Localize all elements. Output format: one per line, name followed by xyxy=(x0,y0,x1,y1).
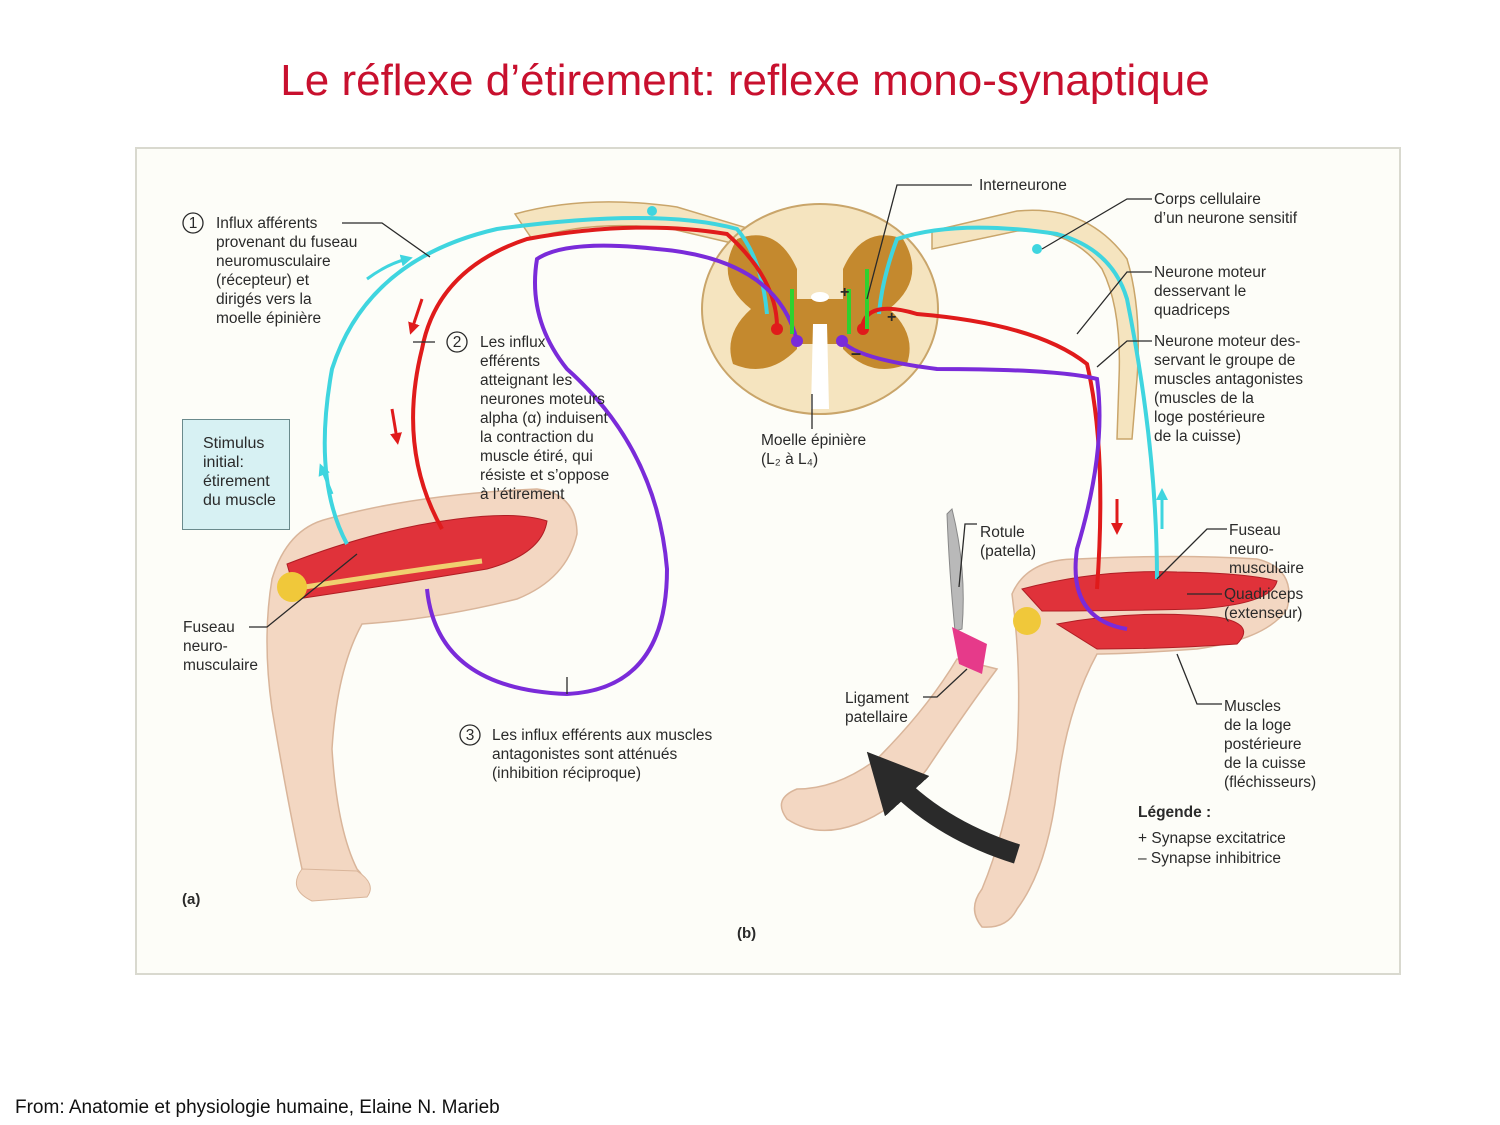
leader-lines xyxy=(249,184,1227,705)
cell-body-label: Corps cellulaire d’un neurone sensitif xyxy=(1154,191,1298,227)
legend-inhibitory: – Synapse inhibitrice xyxy=(1138,850,1281,867)
motor-quadriceps-label: Neurone moteur desservant le quadriceps xyxy=(1154,264,1270,319)
lower-leg-kicking xyxy=(780,658,999,832)
left-leg xyxy=(266,488,578,902)
stimulus-line: étirement xyxy=(203,473,270,490)
plus-sign-1: + xyxy=(840,284,849,301)
spinal-nerve-right xyxy=(931,209,1139,440)
legend-title: Légende : xyxy=(1138,804,1211,821)
minus-sign: – xyxy=(851,343,861,363)
panel-a-tag: (a) xyxy=(182,891,200,908)
kick-arrow xyxy=(866,751,1020,864)
spindle-label-a: Fuseau neuro- musculaire xyxy=(183,619,258,674)
step3-callout: 3 Les influx efférents aux muscles antag… xyxy=(459,724,717,782)
step3-text: Les influx efférents aux muscles antagon… xyxy=(492,727,717,782)
interneuron-label: Interneurone xyxy=(979,177,1067,194)
quadriceps-label: Quadriceps (extenseur) xyxy=(1224,586,1308,622)
legend-excitatory: + Synapse excitatrice xyxy=(1138,830,1286,847)
right-quadriceps xyxy=(1021,571,1278,612)
spinal-cord xyxy=(701,203,939,415)
stimulus-line: Stimulus xyxy=(203,435,265,452)
legend: Légende : + Synapse excitatrice – Synaps… xyxy=(1138,804,1286,867)
source-credit: From: Anatomie et physiologie humaine, E… xyxy=(15,1097,500,1118)
slide-title: Le réflexe d’étirement: reflexe mono-syn… xyxy=(280,56,1210,105)
posterior-muscles-label: Muscles de la loge postérieure de la cui… xyxy=(1224,698,1316,791)
spinal-grey-matter xyxy=(727,235,913,369)
spinal-cord-label: Moelle épinière (L₂ à L₄) xyxy=(761,432,870,468)
patella-label: Rotule (patella) xyxy=(980,524,1036,560)
right-leg xyxy=(780,555,1290,928)
afferent-sensory-pathway xyxy=(318,206,1168,580)
reflex-diagram-svg: 1 Influx afférents provenant du fuseau n… xyxy=(182,177,1316,942)
motor-quadriceps-pathway xyxy=(390,225,1123,590)
ligament-label: Ligament patellaire xyxy=(845,690,913,726)
stimulus-box: Stimulus initial: étirement du muscle xyxy=(182,419,290,530)
reflex-diagram: 1 Influx afférents provenant du fuseau n… xyxy=(135,147,1401,975)
step1-number: 1 xyxy=(189,215,198,232)
panel-b-tag: (b) xyxy=(737,925,756,942)
step2-callout: 2 Les influx efférents atteignant les ne… xyxy=(446,331,614,503)
stimulus-line: du muscle xyxy=(203,492,276,509)
step3-number: 3 xyxy=(466,727,475,744)
left-patella xyxy=(277,572,307,602)
step2-number: 2 xyxy=(453,334,462,351)
reflex-hammer xyxy=(946,508,987,674)
step1-callout: 1 Influx afférents provenant du fuseau n… xyxy=(182,212,362,327)
step2-text: Les influx efférents atteignant les neur… xyxy=(480,334,614,503)
right-patella xyxy=(1013,607,1041,635)
spindle-label-b: Fuseau neuro- musculaire xyxy=(1229,522,1304,577)
stimulus-line: initial: xyxy=(203,454,244,471)
step1-text: Influx afférents provenant du fuseau neu… xyxy=(216,215,362,327)
motor-antagonist-label: Neurone moteur des- servant le groupe de… xyxy=(1154,333,1307,445)
plus-sign-2: + xyxy=(887,309,896,326)
